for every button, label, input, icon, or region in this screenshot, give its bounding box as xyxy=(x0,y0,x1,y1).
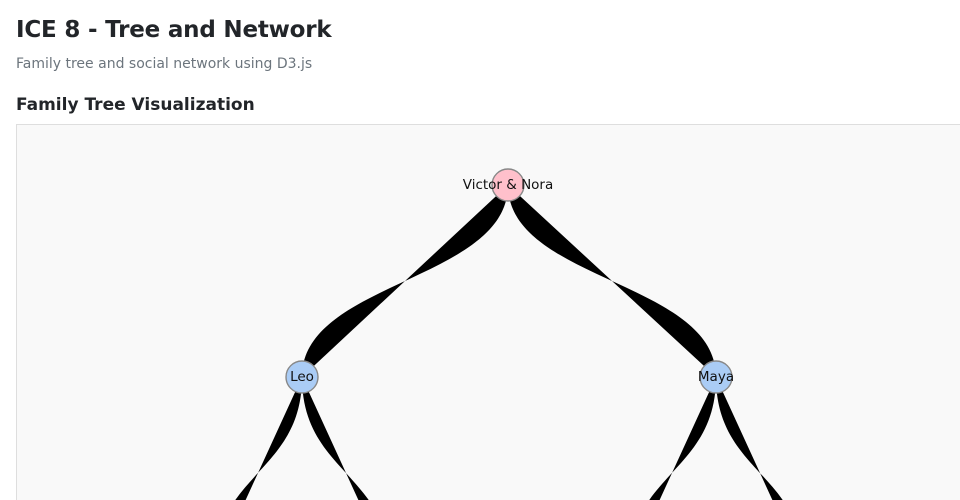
section-heading-family-tree: Family Tree Visualization xyxy=(16,95,255,115)
page-title: ICE 8 - Tree and Network xyxy=(16,17,332,43)
tree-link-root-to-leo xyxy=(302,185,508,377)
tree-link-maya-to-maya-a xyxy=(649,377,716,500)
tree-node-label-leo: Leo xyxy=(290,369,314,385)
tree-link-root-to-maya xyxy=(508,185,716,377)
page-subtitle: Family tree and social network using D3.… xyxy=(16,56,313,72)
tree-node-maya[interactable]: Maya xyxy=(698,360,734,394)
tree-links-layer xyxy=(235,185,783,500)
tree-node-root[interactable]: Victor & Nora xyxy=(463,168,554,202)
tree-node-label-maya: Maya xyxy=(698,369,734,385)
tree-node-circle-maya[interactable] xyxy=(699,360,733,394)
tree-link-leo-to-leo-a xyxy=(235,377,302,500)
tree-node-circle-root[interactable] xyxy=(491,168,525,202)
tree-node-circle-leo[interactable] xyxy=(285,360,319,394)
tree-node-leo[interactable]: Leo xyxy=(285,360,319,394)
tree-link-maya-to-maya-b xyxy=(716,377,783,500)
tree-node-label-root: Victor & Nora xyxy=(463,177,554,193)
tree-link-leo-to-leo-b xyxy=(302,377,369,500)
